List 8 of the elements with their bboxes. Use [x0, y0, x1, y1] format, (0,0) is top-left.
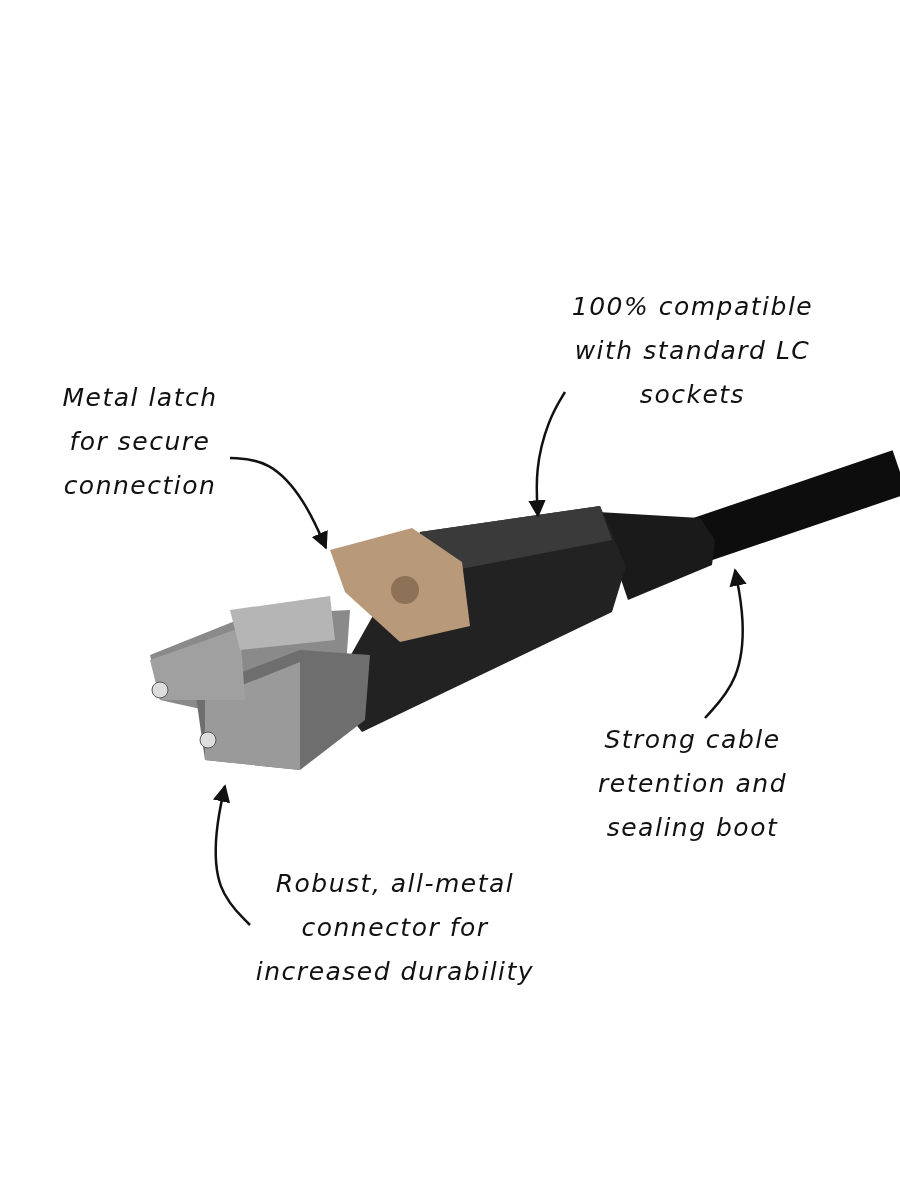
callout-text: Metal latch for secure connection	[61, 382, 219, 502]
leader-arrow	[528, 391, 567, 518]
callout-text: Robust, all-metal connector for increased durability	[254, 868, 536, 988]
leader-arrow	[229, 456, 328, 550]
callout-text: Strong cable retention and sealing boot	[596, 724, 789, 844]
leader-arrow	[213, 784, 251, 926]
leader-arrow	[704, 568, 747, 719]
callout-text: 100% compatible with standard LC sockets	[570, 291, 815, 411]
